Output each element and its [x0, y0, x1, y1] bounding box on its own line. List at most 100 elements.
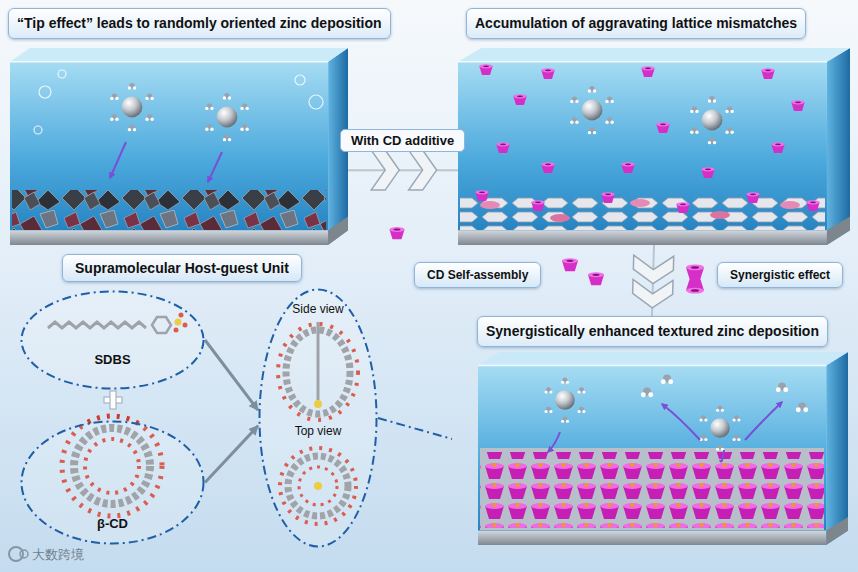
tank-random-deposition	[309, 95, 323, 109]
tank-lattice-mismatch	[601, 192, 614, 203]
tank-random-deposition	[39, 86, 51, 98]
tank-random-deposition	[295, 75, 305, 85]
connector-line	[205, 340, 258, 410]
tank-lattice-mismatch	[746, 192, 759, 203]
connector	[348, 150, 458, 190]
tank-textured-deposition	[796, 402, 808, 412]
tank-lattice-mismatch	[701, 167, 714, 178]
tank-lattice-mismatch	[771, 142, 784, 153]
tank-random-deposition	[110, 142, 126, 178]
tank-textured-deposition	[661, 374, 673, 384]
tank-lattice-mismatch	[458, 48, 850, 245]
molecule-ellipse: SDBS	[20, 290, 205, 390]
connector-line	[205, 426, 258, 483]
tank-lattice-mismatch	[690, 96, 734, 144]
chevron	[409, 150, 437, 190]
banner-text: Supramolecular Host-guest Unit	[75, 260, 289, 276]
cd-figures	[686, 265, 704, 280]
tank-textured-deposition	[662, 404, 700, 440]
panel-heading: “Tip effect” leads to randomly oriented …	[8, 8, 391, 39]
panel: Synergistically enhanced textured zinc d…	[452, 316, 852, 548]
tank-textured-deposition	[745, 402, 782, 440]
tank-lattice-mismatch	[541, 68, 554, 79]
tank-lattice-mismatch	[479, 64, 492, 75]
tank-random-deposition	[34, 126, 42, 134]
ellipse-outline	[260, 290, 377, 547]
tank-lattice-mismatch	[570, 86, 614, 134]
connector-line	[378, 418, 452, 439]
molecule-label: Top view	[258, 424, 378, 439]
tank-textured-deposition	[545, 378, 586, 423]
tank-lattice-mismatch	[475, 190, 488, 201]
panel: “Tip effect” leads to randomly oriented …	[10, 48, 348, 245]
molecule-label: β-CD	[20, 516, 205, 531]
tank-lattice-mismatch	[550, 214, 570, 222]
cd-figures	[686, 279, 704, 294]
tank-textured-deposition	[720, 450, 724, 462]
plus-sign	[110, 391, 116, 409]
molecule-label: Side view	[258, 302, 378, 317]
plus-sign	[104, 391, 122, 409]
cd-figures	[390, 227, 405, 239]
tank-lattice-mismatch	[806, 200, 819, 211]
tank-lattice-mismatch	[641, 66, 654, 77]
tank-random-deposition	[208, 152, 222, 182]
connector	[632, 245, 673, 316]
connector-line	[348, 169, 458, 171]
tank-lattice-mismatch	[531, 200, 544, 211]
tank-random-deposition	[58, 70, 66, 78]
banner-text: CD Self-assembly	[427, 268, 528, 282]
cd-figures	[562, 258, 578, 271]
tank-textured-deposition	[700, 406, 741, 451]
section-banner: Supramolecular Host-guest Unit	[62, 254, 302, 282]
tank-textured-deposition	[641, 387, 653, 397]
tank-lattice-mismatch	[656, 122, 669, 133]
tank-textured-deposition	[480, 448, 824, 530]
tank-lattice-mismatch	[480, 201, 500, 209]
panel: Accumulation of aggravating lattice mism…	[458, 48, 850, 245]
tank-lattice-mismatch	[791, 100, 804, 111]
tank-lattice-mismatch	[621, 162, 634, 173]
connector	[378, 418, 452, 439]
tank-lattice-mismatch	[780, 201, 800, 209]
molecule-ellipse: β-CD	[20, 420, 205, 545]
tank-random-deposition	[10, 48, 348, 245]
tank-lattice-mismatch	[761, 68, 774, 79]
cd-figures	[588, 272, 604, 285]
watermark-logo	[20, 550, 28, 558]
banner-text: Synergistic effect	[730, 268, 830, 282]
ellipse-outline	[20, 290, 205, 390]
tank-lattice-mismatch	[460, 196, 825, 230]
cd-figures	[390, 227, 705, 293]
tank-textured-deposition	[548, 432, 560, 452]
molecule-label: SDBS	[20, 352, 205, 367]
watermark: 大数跨境	[32, 546, 84, 564]
step-banner: Synergistic effect	[717, 262, 843, 288]
tank-textured-deposition	[776, 382, 788, 392]
tank-lattice-mismatch	[676, 202, 689, 213]
step-banner: CD Self-assembly	[414, 262, 541, 288]
panel-heading: Synergistically enhanced textured zinc d…	[477, 316, 828, 347]
cd-figures	[686, 279, 704, 294]
watermark-logo	[9, 547, 28, 561]
tank-random-deposition	[10, 48, 348, 245]
panel-heading: Accumulation of aggravating lattice mism…	[466, 8, 806, 39]
ellipse-outline	[22, 292, 204, 389]
edge-label: With CD additive	[340, 129, 465, 152]
tank-lattice-mismatch	[513, 94, 526, 105]
tank-random-deposition	[110, 83, 154, 131]
tank-lattice-mismatch	[710, 211, 730, 219]
tank-textured-deposition	[480, 452, 824, 528]
tank-lattice-mismatch	[630, 199, 650, 207]
tank-lattice-mismatch	[458, 48, 850, 245]
chevron	[633, 255, 674, 284]
tank-textured-deposition	[478, 352, 848, 545]
ellipse-outline	[258, 288, 378, 548]
tank-textured-deposition	[478, 352, 848, 545]
watermark-logo	[9, 547, 23, 561]
tank-random-deposition	[12, 190, 326, 230]
tank-random-deposition	[205, 93, 249, 141]
connector	[205, 426, 258, 483]
